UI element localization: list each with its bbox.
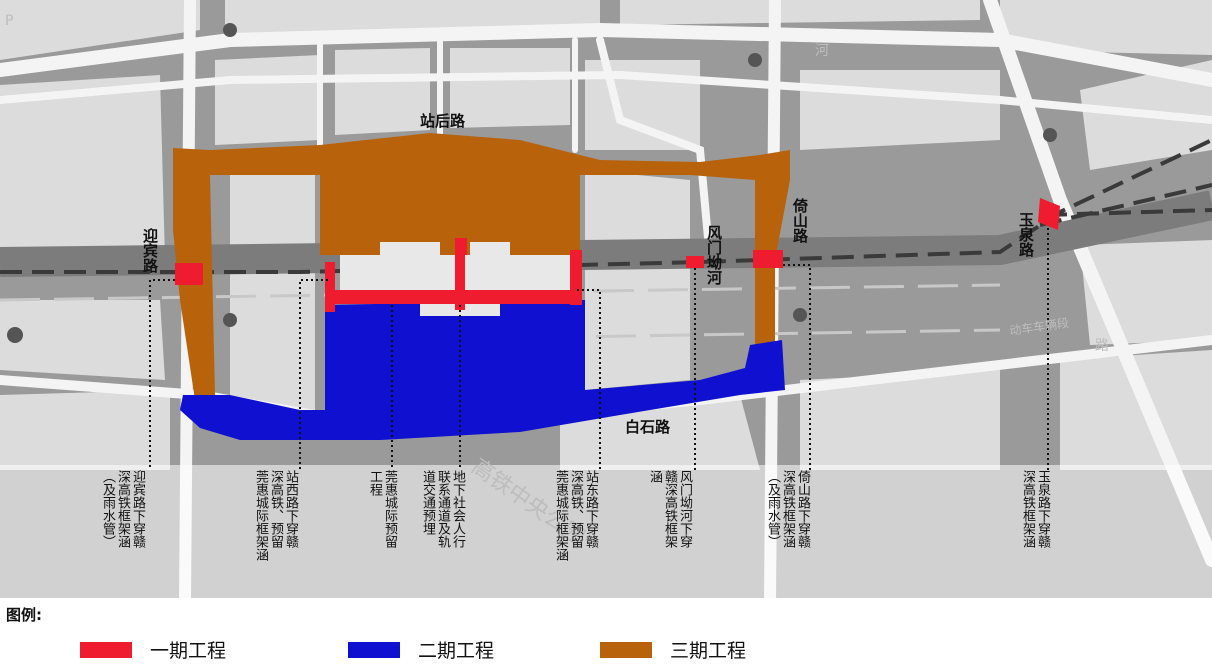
annotation-col: 莞惠城际预留 bbox=[382, 470, 397, 548]
legend-item-phase1: 一期工程 bbox=[80, 636, 226, 663]
phase2-areas bbox=[180, 300, 785, 440]
phase1-corridor bbox=[335, 290, 575, 300]
road-label-fengmen: 风门坳河 bbox=[705, 225, 723, 286]
annotation-col: 深高铁、预留 bbox=[568, 470, 583, 548]
road-label-yingbin: 迎宾路 bbox=[141, 227, 159, 273]
svg-text:风门坳河: 风门坳河 bbox=[705, 225, 723, 286]
annotation-col: 深高铁框架涵 bbox=[115, 470, 130, 548]
svg-text:倚山路: 倚山路 bbox=[791, 197, 809, 243]
annotation-col: 深高铁、预留 bbox=[268, 470, 283, 548]
road-label-zhanhou: 站后路 bbox=[420, 112, 466, 130]
legend-item-phase3: 三期工程 bbox=[600, 636, 746, 663]
legend-label-phase2: 二期工程 bbox=[418, 640, 495, 662]
project-map: 高铁中央公园 动车车辆段 P 河 路 站后路 白石路 迎宾路 倚山路 风门坳河 … bbox=[0, 0, 1212, 598]
road-right-label: 路 bbox=[1095, 338, 1109, 354]
annotation-yingbin: 迎宾路下穿赣 深高铁框架涵 （及雨水管） bbox=[100, 470, 145, 548]
map-pin-icon bbox=[1043, 128, 1057, 142]
legend-swatch-phase2 bbox=[348, 641, 400, 658]
map-pin-icon bbox=[748, 53, 762, 67]
annotation-col: 深高铁框架涵 bbox=[1020, 470, 1035, 548]
legend-label-phase3: 三期工程 bbox=[670, 640, 747, 662]
annotation-zhanxi: 站西路下穿赣 深高铁、预留 莞惠城际框架涵 bbox=[253, 470, 298, 561]
road-label-baishi: 白石路 bbox=[625, 418, 671, 436]
map-pin-icon bbox=[7, 327, 23, 343]
city-blocks bbox=[0, 0, 1212, 470]
annotation-reserved: 莞惠城际预留 工程 bbox=[367, 470, 397, 548]
river-label: 河 bbox=[815, 43, 829, 59]
road-label-yuquan: 玉泉路 bbox=[1017, 212, 1035, 257]
annotation-fengmen: 风门坳河下穿 赣深高铁框架 涵 bbox=[647, 470, 692, 548]
annotation-col: 赣深高铁框架 bbox=[662, 470, 677, 548]
legend-label-phase1: 一期工程 bbox=[150, 640, 227, 662]
map-pin-icon bbox=[223, 313, 237, 327]
annotation-col: （及雨水管） bbox=[765, 470, 780, 548]
map-pin-icons bbox=[7, 23, 1057, 343]
annotation-underground: 地下社会人行 联系通道及轨 道交通预埋 bbox=[420, 470, 465, 548]
svg-text:迎宾路: 迎宾路 bbox=[141, 227, 159, 273]
map-pin-icon bbox=[223, 23, 237, 37]
annotation-col: 倚山路下穿赣 bbox=[795, 470, 810, 548]
annotation-col: 道交通预埋 bbox=[420, 470, 435, 535]
legend: 图例: 一期工程 二期工程 三期工程 bbox=[0, 598, 1212, 670]
annotation-col: 玉泉路下穿赣 bbox=[1035, 470, 1050, 548]
annotation-col: 风门坳河下穿 bbox=[677, 470, 692, 548]
annotation-col: 涵 bbox=[647, 470, 662, 483]
map-pin-icon bbox=[793, 308, 807, 322]
legend-item-phase2: 二期工程 bbox=[348, 636, 494, 663]
annotation-yishan: 倚山路下穿赣 深高铁框架涵 （及雨水管） bbox=[765, 470, 810, 548]
p-label: P bbox=[5, 13, 13, 29]
annotation-col: 地下社会人行 bbox=[450, 470, 465, 548]
annotation-yuquan: 玉泉路下穿赣 深高铁框架涵 bbox=[1020, 470, 1050, 548]
annotation-col: 联系通道及轨 bbox=[435, 470, 450, 548]
legend-title: 图例: bbox=[6, 606, 42, 624]
svg-text:玉泉路: 玉泉路 bbox=[1017, 212, 1035, 257]
annotation-band bbox=[0, 465, 1212, 598]
annotation-col: 深高铁框架涵 bbox=[780, 470, 795, 548]
annotation-col: 莞惠城际框架涵 bbox=[553, 470, 568, 561]
annotation-col: 工程 bbox=[367, 470, 382, 496]
legend-swatch-phase3 bbox=[600, 641, 652, 658]
phase3-areas bbox=[173, 133, 790, 400]
road-label-yishan: 倚山路 bbox=[791, 197, 809, 243]
annotation-zhandong: 站东路下穿赣 深高铁、预留 莞惠城际框架涵 bbox=[553, 470, 598, 561]
annotation-col: 莞惠城际框架涵 bbox=[253, 470, 268, 561]
phase1-underpass-line bbox=[455, 238, 465, 310]
legend-swatch-phase1 bbox=[80, 641, 132, 658]
leader-lines bbox=[149, 228, 1049, 470]
annotation-col: （及雨水管） bbox=[100, 470, 115, 548]
annotation-col: 站西路下穿赣 bbox=[283, 470, 298, 548]
annotation-col: 站东路下穿赣 bbox=[583, 470, 598, 548]
annotation-col: 迎宾路下穿赣 bbox=[130, 470, 145, 548]
